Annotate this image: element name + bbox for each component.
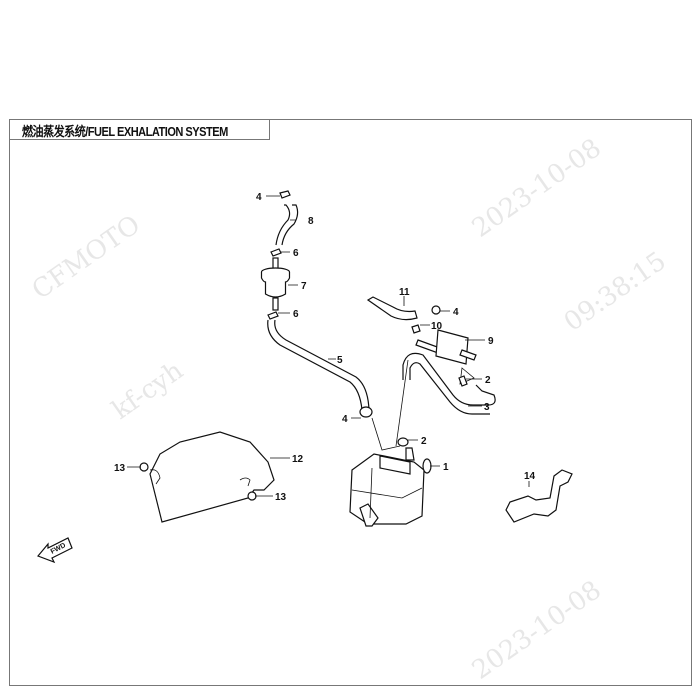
svg-text:09:38:15: 09:38:15 [559, 246, 672, 338]
cover-12 [149, 431, 275, 523]
diagram-frame [9, 119, 692, 686]
svg-text:6: 6 [293, 248, 299, 259]
svg-text:2023-10-08: 2023-10-08 [467, 133, 607, 244]
fuel-filter-7 [260, 257, 291, 311]
svg-text:11: 11 [399, 287, 410, 298]
hose-3 [402, 352, 496, 415]
clamp-4-top [279, 190, 291, 199]
clamp-6-bottom [267, 311, 279, 320]
hose-5 [267, 319, 370, 411]
svg-text:5: 5 [337, 355, 343, 366]
clamp-2-right [458, 375, 468, 387]
svg-text:3: 3 [484, 402, 490, 413]
svg-text:4: 4 [453, 307, 459, 318]
svg-text:2: 2 [485, 375, 491, 386]
svg-text:1: 1 [443, 462, 449, 473]
title-box [9, 119, 270, 140]
clamp-2-canister [397, 437, 409, 447]
watermark: CFMOTO kf-cyh 2023-10-08 09:38:15 2023-1… [27, 133, 672, 686]
hose-11 [366, 296, 418, 321]
svg-text:8: 8 [308, 216, 314, 227]
clamp-6-top [270, 248, 282, 257]
bracket-14 [505, 469, 573, 523]
svg-text:CFMOTO: CFMOTO [27, 210, 146, 306]
svg-text:9: 9 [488, 336, 494, 347]
hose-8 [275, 204, 299, 246]
svg-text:7: 7 [301, 281, 307, 292]
fwd-arrow: FWD [36, 537, 73, 564]
callouts: 4 8 6 7 6 5 4 2 1 11 4 10 9 2 3 12 13 13… [114, 192, 536, 503]
clamp-4-right [431, 305, 441, 315]
svg-text:10: 10 [431, 321, 443, 332]
svg-text:4: 4 [342, 414, 348, 425]
canister-1 [349, 447, 432, 527]
diagram-title: 燃油蒸发系统/FUEL EXHALATION SYSTEM [22, 124, 228, 139]
clamp-4-mid [359, 406, 373, 418]
svg-text:2023-10-08: 2023-10-08 [467, 575, 607, 686]
nut-13-left [139, 462, 149, 472]
svg-text:6: 6 [293, 309, 299, 320]
svg-text:2: 2 [421, 436, 427, 447]
svg-text:4: 4 [256, 192, 262, 203]
clamp-10 [411, 324, 421, 334]
svg-text:13: 13 [114, 463, 126, 474]
svg-text:kf-cyh: kf-cyh [107, 356, 189, 426]
svg-text:12: 12 [292, 454, 304, 465]
svg-text:14: 14 [524, 471, 536, 482]
nut-13-right [247, 491, 257, 501]
solenoid-valve-9 [415, 329, 477, 365]
svg-text:13: 13 [275, 492, 287, 503]
